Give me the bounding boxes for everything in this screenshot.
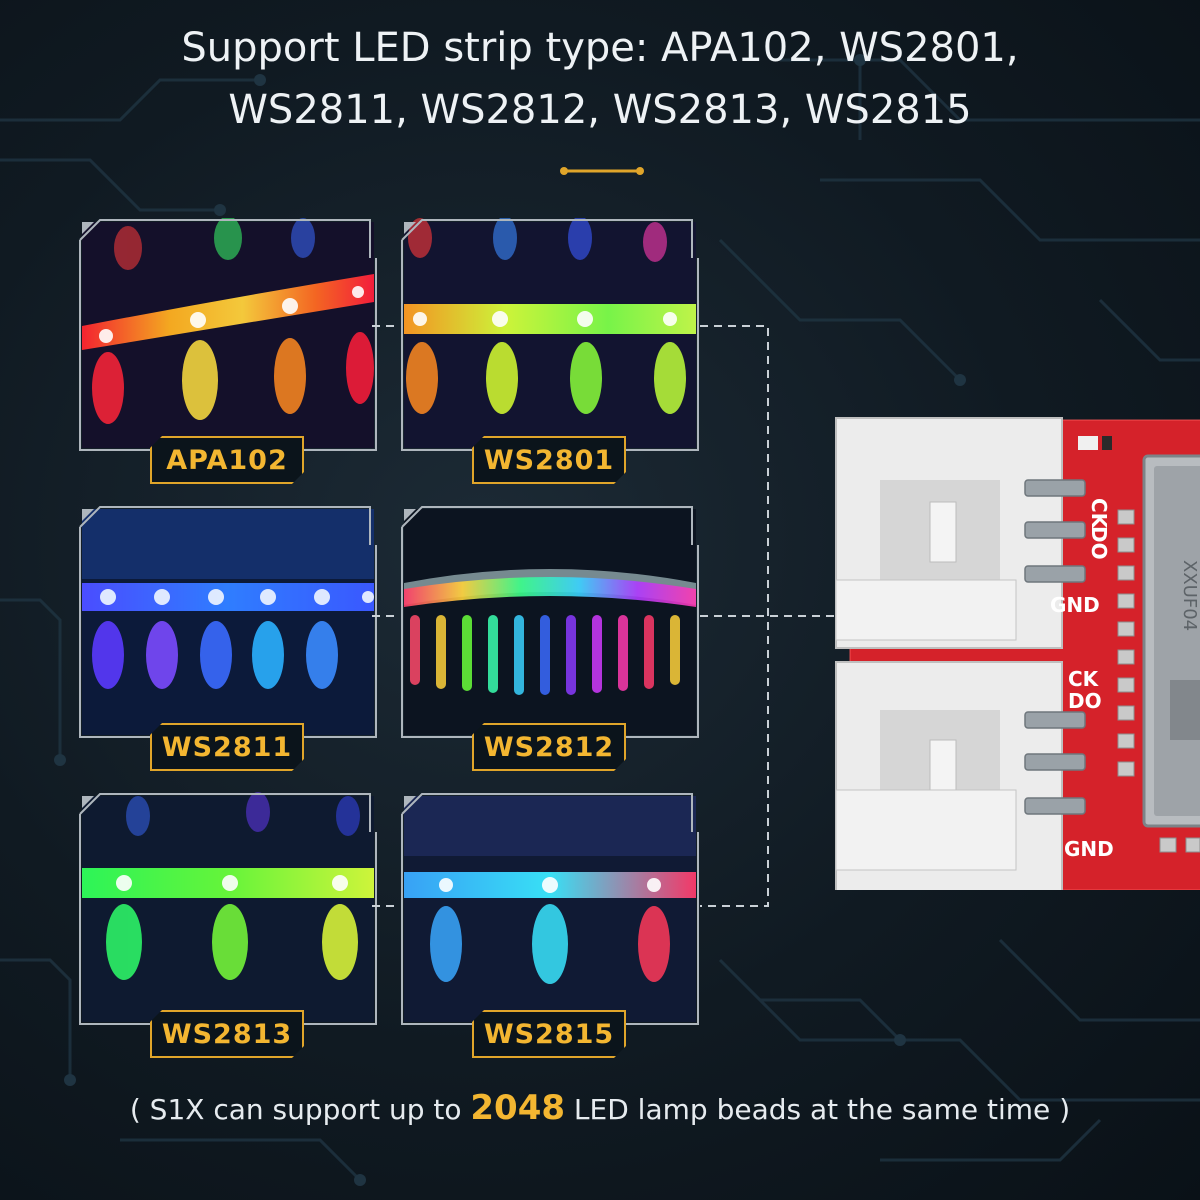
footnote-highlight: 2048 — [470, 1088, 566, 1128]
footnote-prefix: ( S1X can support up to — [129, 1093, 471, 1126]
controller-board: CK DO GND CK DO GND XXUF04 — [835, 417, 1200, 890]
pin-label-do: DO — [1087, 526, 1111, 560]
strip-card-apa102: APA102 — [78, 218, 378, 468]
led-strip-photo — [401, 793, 699, 1025]
connector-bottom — [835, 661, 1063, 890]
strip-label: WS2812 — [472, 723, 626, 771]
headline-line-1: Support LED strip type: APA102, WS2801, — [181, 25, 1019, 71]
module-marking: XXUF04 — [1179, 560, 1200, 631]
pin-label-gnd: GND — [1050, 593, 1100, 617]
pin-label-gnd: GND — [1064, 837, 1114, 861]
strip-card-ws2812: WS2812 — [400, 505, 700, 755]
footnote: ( S1X can support up to 2048 LED lamp be… — [0, 1088, 1200, 1128]
headline-divider — [560, 167, 644, 175]
led-strip-photo — [79, 506, 377, 738]
strip-card-ws2801: WS2801 — [400, 218, 700, 468]
strip-label: WS2811 — [150, 723, 304, 771]
strip-label: APA102 — [150, 436, 304, 484]
strip-label: WS2801 — [472, 436, 626, 484]
strip-card-ws2813: WS2813 — [78, 792, 378, 1042]
led-strip-photo — [79, 792, 377, 1025]
headline-line-2: WS2811, WS2812, WS2813, WS2815 — [228, 87, 972, 133]
strip-label: WS2815 — [472, 1010, 626, 1058]
led-strip-photo — [79, 218, 377, 451]
pin-label-ck: CK — [1087, 498, 1111, 530]
strip-label: WS2813 — [150, 1010, 304, 1058]
strip-card-ws2811: WS2811 — [78, 505, 378, 755]
led-strip-photo — [401, 218, 699, 451]
led-strip-photo — [401, 506, 699, 738]
pin-label-ck: CK — [1068, 667, 1100, 691]
footnote-suffix: LED lamp beads at the same time ) — [565, 1093, 1071, 1126]
strip-card-ws2815: WS2815 — [400, 792, 700, 1042]
pin-label-do: DO — [1068, 689, 1102, 713]
